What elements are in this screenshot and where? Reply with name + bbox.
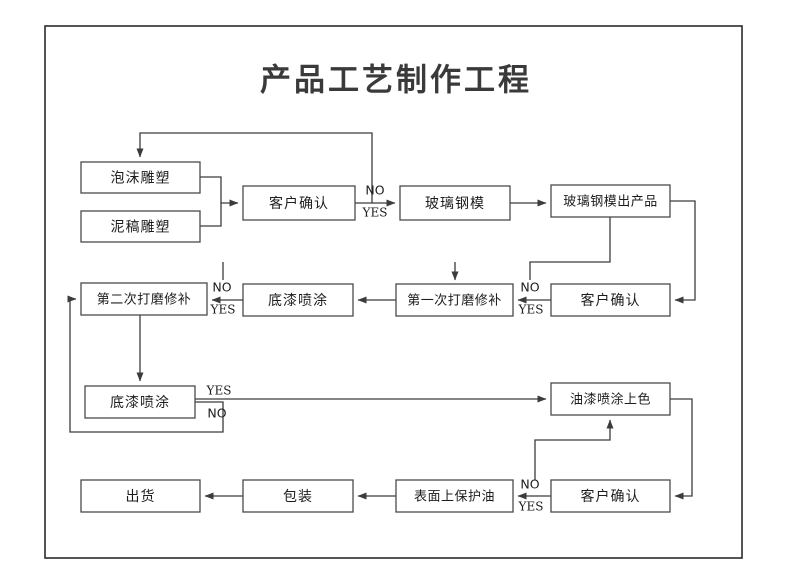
- node-box-foam-sculpt[interactable]: [80, 161, 201, 194]
- branch-label-sanding-no: NO: [212, 280, 231, 295]
- node-customer-confirm-1[interactable]: 客户确认: [242, 185, 356, 221]
- node-frp-mold-product[interactable]: 玻璃钢模出产品: [550, 184, 671, 218]
- node-box-second-sanding[interactable]: [80, 282, 208, 316]
- node-label-primer-spray-1: 底漆喷涂: [268, 293, 328, 309]
- branch-label-sanding-yes: YES: [210, 303, 236, 317]
- branch-label-confirm1-no: NO: [365, 183, 384, 198]
- page-title: 产品工艺制作工程: [260, 63, 532, 99]
- connector-paint-to-confirm3-right: [670, 398, 693, 500]
- node-second-sanding[interactable]: 第二次打磨修补: [80, 282, 208, 316]
- branch-label-confirm3-yes: YES: [518, 500, 544, 514]
- branch-label-confirm3-no: NO: [520, 477, 539, 492]
- node-label-customer-confirm-1: 客户确认: [269, 195, 329, 212]
- node-box-shipment[interactable]: [80, 479, 201, 513]
- node-paint-coloring[interactable]: 油漆喷涂上色: [550, 382, 671, 416]
- node-box-customer-confirm-3[interactable]: [550, 479, 671, 513]
- node-label-frp-mold-product: 玻璃钢模出产品: [563, 195, 658, 210]
- node-box-customer-confirm-2[interactable]: [550, 283, 671, 317]
- node-label-packaging: 包装: [283, 489, 313, 505]
- node-primer-spray-1[interactable]: 底漆喷涂: [242, 283, 354, 317]
- node-box-frp-mold-product[interactable]: [550, 184, 671, 218]
- node-box-frp-mold[interactable]: [399, 185, 511, 221]
- node-clay-draft-sculpt[interactable]: 泥稿雕塑: [80, 210, 201, 243]
- branch-label-confirm2-yes: YES: [518, 303, 544, 317]
- connector-clay-to-merge: [200, 203, 222, 227]
- node-label-second-sanding: 第二次打磨修补: [97, 292, 192, 308]
- node-label-first-sanding: 第一次打磨修补: [407, 293, 502, 309]
- node-label-shipment: 出货: [126, 488, 156, 505]
- node-box-first-sanding[interactable]: [395, 283, 514, 317]
- node-box-primer-spray-2[interactable]: [84, 385, 196, 419]
- node-box-packaging[interactable]: [242, 479, 354, 513]
- node-label-frp-mold: 玻璃钢模: [425, 195, 485, 212]
- branch-label-confirm2-no: NO: [520, 280, 539, 295]
- node-foam-sculpt[interactable]: 泡沫雕塑: [80, 161, 201, 194]
- node-layer: 泡沫雕塑泥稿雕塑客户确认玻璃钢模玻璃钢模出产品第二次打磨修补底漆喷涂第一次打磨修…: [80, 161, 671, 513]
- branch-label-layer: NO YES NO YES NO YES YES NO NO YES: [206, 183, 544, 514]
- node-box-customer-confirm-1[interactable]: [242, 185, 356, 221]
- node-frp-mold[interactable]: 玻璃钢模: [399, 185, 511, 221]
- node-label-primer-spray-2: 底漆喷涂: [110, 395, 170, 411]
- node-box-protective-oil[interactable]: [395, 479, 514, 513]
- node-customer-confirm-2[interactable]: 客户确认: [550, 283, 671, 317]
- connector-layer: [67, 132, 696, 500]
- node-label-protective-oil: 表面上保护油: [414, 490, 495, 505]
- node-label-clay-draft-sculpt: 泥稿雕塑: [111, 220, 171, 236]
- node-label-customer-confirm-3: 客户确认: [581, 488, 641, 505]
- node-box-primer-spray-1[interactable]: [242, 283, 354, 317]
- branch-label-confirm1-yes: YES: [362, 206, 388, 220]
- node-customer-confirm-3[interactable]: 客户确认: [550, 479, 671, 513]
- connector-confirm3-no-up-to-paint: [534, 419, 614, 480]
- node-box-paint-coloring[interactable]: [550, 382, 671, 416]
- node-label-customer-confirm-2: 客户确认: [581, 292, 641, 309]
- node-primer-spray-2[interactable]: 底漆喷涂: [84, 385, 196, 419]
- diagram-border: [44, 25, 743, 559]
- branch-label-primer2-no: NO: [207, 406, 226, 421]
- branch-label-primer2-yes: YES: [206, 384, 232, 398]
- node-label-foam-sculpt: 泡沫雕塑: [111, 171, 171, 187]
- connector-product-to-confirm2-right: [670, 200, 696, 304]
- node-first-sanding[interactable]: 第一次打磨修补: [395, 283, 514, 317]
- node-protective-oil[interactable]: 表面上保护油: [395, 479, 514, 513]
- node-shipment[interactable]: 出货: [80, 479, 201, 513]
- node-box-clay-draft-sculpt[interactable]: [80, 210, 201, 243]
- connector-primer2-no-loop: [67, 295, 224, 433]
- connector-product-down-to-no: [529, 217, 611, 280]
- connector-foam-to-merge: [200, 176, 239, 207]
- connector-confirm1-no-feedback: [136, 132, 373, 203]
- node-packaging[interactable]: 包装: [242, 479, 354, 513]
- node-label-paint-coloring: 油漆喷涂上色: [570, 392, 651, 408]
